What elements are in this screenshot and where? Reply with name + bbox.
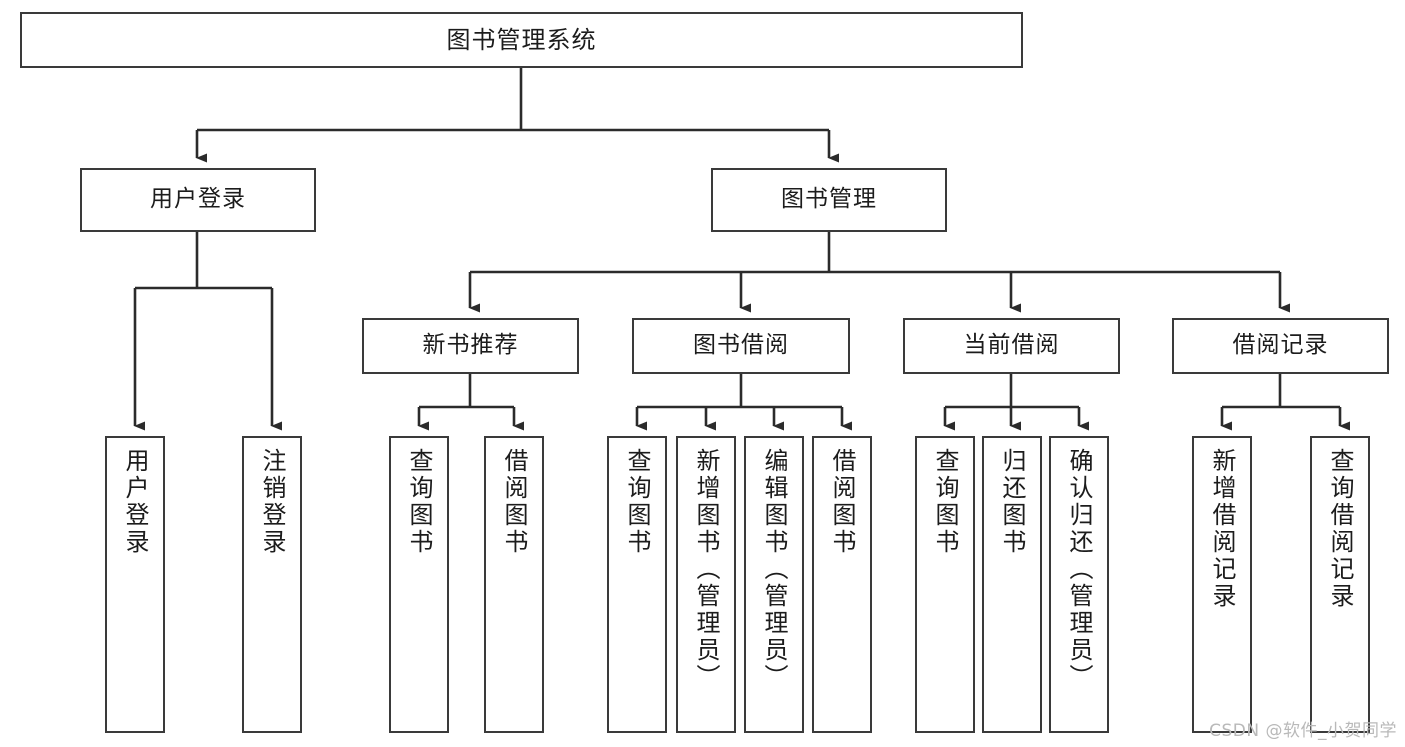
node-user-login[interactable]: 用户登录 <box>80 168 316 232</box>
node-new-book-rec-label: 新书推荐 <box>422 332 519 359</box>
node-book-borrow-label: 图书借阅 <box>693 332 789 359</box>
node-leaf-add-record[interactable]: 新增借阅记录 <box>1192 436 1252 733</box>
node-leaf-borrow-book-2[interactable]: 借阅图书 <box>812 436 872 733</box>
node-current-borrow-label: 当前借阅 <box>963 332 1060 359</box>
node-leaf-query-record-label: 查询借阅记录 <box>1326 448 1354 610</box>
node-leaf-add-record-label: 新增借阅记录 <box>1208 448 1236 610</box>
node-leaf-add-book-label: 新增图书（管理员） <box>692 448 720 691</box>
node-leaf-add-book[interactable]: 新增图书（管理员） <box>676 436 736 733</box>
node-leaf-user-login[interactable]: 用户登录 <box>105 436 165 733</box>
node-book-manage[interactable]: 图书管理 <box>711 168 947 232</box>
node-leaf-return-book[interactable]: 归还图书 <box>982 436 1042 733</box>
node-borrow-record-label: 借阅记录 <box>1232 332 1329 359</box>
node-leaf-query-book-1[interactable]: 查询图书 <box>389 436 449 733</box>
node-leaf-borrow-book-1[interactable]: 借阅图书 <box>484 436 544 733</box>
node-borrow-record[interactable]: 借阅记录 <box>1172 318 1389 374</box>
node-current-borrow[interactable]: 当前借阅 <box>903 318 1120 374</box>
node-leaf-logout-login-label: 注销登录 <box>258 448 286 556</box>
node-leaf-user-login-label: 用户登录 <box>121 448 149 556</box>
node-leaf-query-book-3[interactable]: 查询图书 <box>915 436 975 733</box>
node-leaf-return-book-label: 归还图书 <box>998 448 1026 556</box>
node-root[interactable]: 图书管理系统 <box>20 12 1023 68</box>
node-leaf-query-book-3-label: 查询图书 <box>931 448 959 556</box>
node-leaf-borrow-book-1-label: 借阅图书 <box>500 448 528 556</box>
node-leaf-confirm-return[interactable]: 确认归还（管理员） <box>1049 436 1109 733</box>
node-new-book-rec[interactable]: 新书推荐 <box>362 318 579 374</box>
node-leaf-edit-book[interactable]: 编辑图书（管理员） <box>744 436 804 733</box>
node-user-login-label: 用户登录 <box>150 186 246 213</box>
node-leaf-borrow-book-2-label: 借阅图书 <box>828 448 856 556</box>
node-leaf-query-book-2-label: 查询图书 <box>623 448 651 556</box>
node-leaf-edit-book-label: 编辑图书（管理员） <box>760 448 788 691</box>
node-leaf-query-book-2[interactable]: 查询图书 <box>607 436 667 733</box>
node-leaf-logout-login[interactable]: 注销登录 <box>242 436 302 733</box>
node-book-manage-label: 图书管理 <box>781 186 877 213</box>
node-leaf-confirm-return-label: 确认归还（管理员） <box>1065 448 1093 691</box>
node-leaf-query-book-1-label: 查询图书 <box>405 448 433 556</box>
node-book-borrow[interactable]: 图书借阅 <box>632 318 850 374</box>
node-root-label: 图书管理系统 <box>446 25 597 54</box>
csdn-watermark: CSDN @软件_小贺同学 <box>1209 721 1397 741</box>
node-leaf-query-record[interactable]: 查询借阅记录 <box>1310 436 1370 733</box>
